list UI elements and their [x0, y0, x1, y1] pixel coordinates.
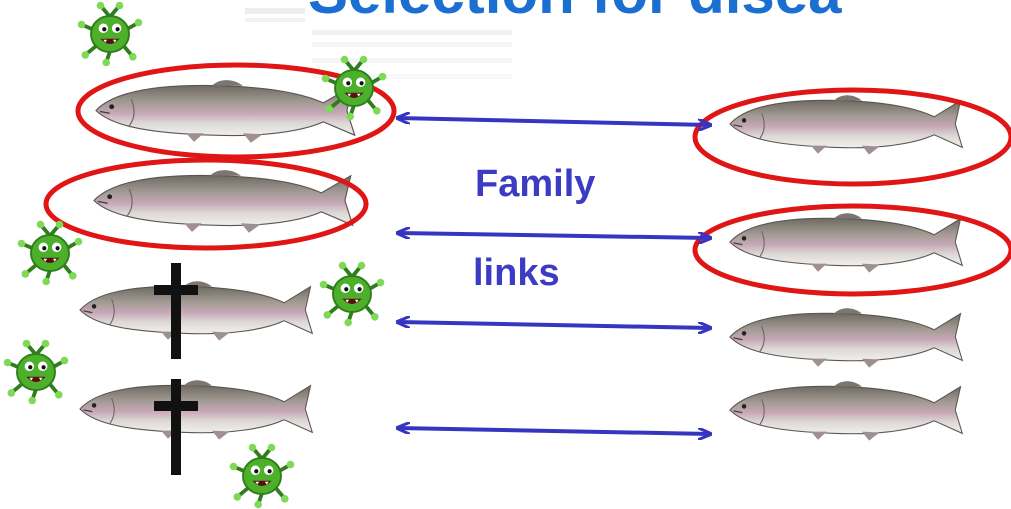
fish-icon [729, 307, 963, 369]
slide-title: Selection for disea [308, 0, 842, 27]
fish-icon [95, 79, 356, 144]
virus-icon [317, 259, 387, 329]
double-arrow-icon [398, 233, 710, 238]
fish-icon [729, 94, 963, 156]
family-label: Family [475, 163, 596, 205]
ring-highlight [692, 87, 1011, 187]
ring-highlight [43, 157, 369, 251]
double-arrow-icon [398, 118, 710, 125]
ring-highlight [692, 203, 1011, 297]
fish-icon [729, 380, 963, 442]
fish-icon [729, 212, 963, 274]
links-label: links [473, 252, 560, 294]
fish-icon [93, 169, 354, 234]
virus-icon [75, 0, 145, 69]
double-arrow-icon [398, 322, 710, 328]
virus-icon [227, 441, 297, 509]
double-arrow-icon [398, 428, 710, 434]
virus-icon [1, 337, 71, 407]
background-texture [245, 8, 512, 79]
ring-highlight [75, 62, 397, 160]
